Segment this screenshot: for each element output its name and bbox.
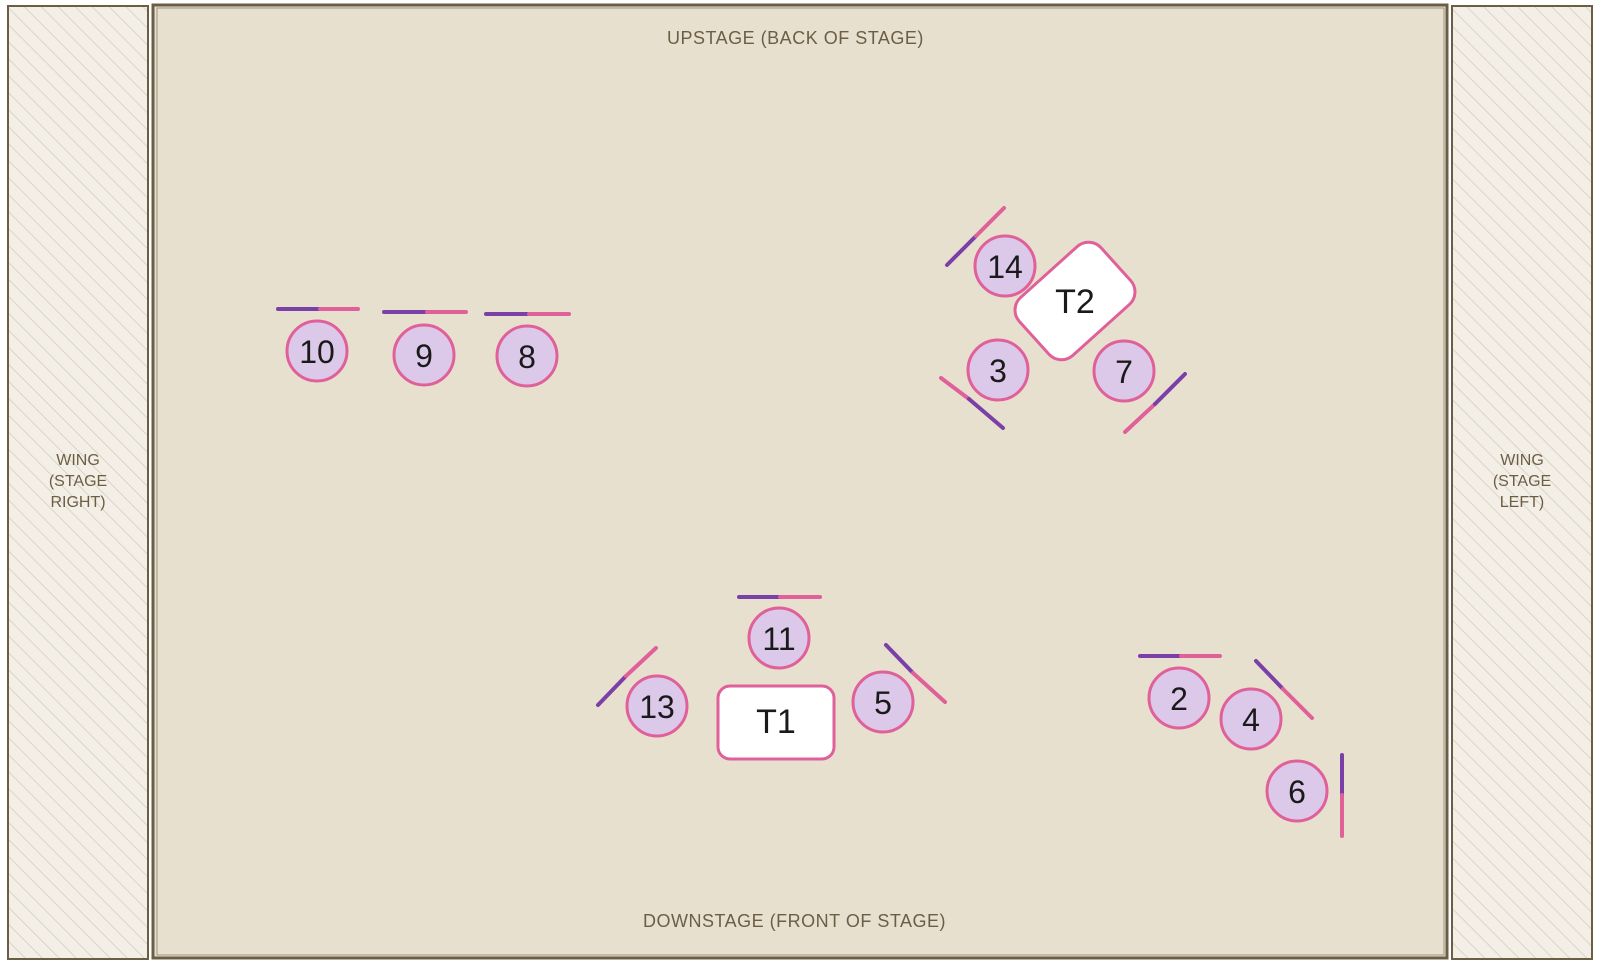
table-t2[interactable]: T2 bbox=[1008, 235, 1142, 367]
table-t2-label: T2 bbox=[1055, 283, 1095, 321]
wing-stage-left bbox=[1451, 5, 1593, 960]
seat-7[interactable]: 7 bbox=[1092, 339, 1156, 403]
seat-6-label: 6 bbox=[1288, 774, 1306, 810]
wing-stage-right-label: WING (STAGE RIGHT) bbox=[18, 450, 138, 513]
wing-right-line-2: (STAGE bbox=[48, 473, 108, 490]
wing-right-line-3: RIGHT) bbox=[50, 494, 106, 511]
mark-s5-b bbox=[911, 671, 947, 704]
wing-right-line-1: WING bbox=[56, 452, 100, 469]
mark-s13-a bbox=[596, 674, 628, 707]
wing-stage-left-label: WING (STAGE LEFT) bbox=[1462, 450, 1582, 513]
wing-stage-right bbox=[7, 5, 149, 960]
seat-2[interactable]: 2 bbox=[1147, 666, 1211, 730]
wing-left-line-2: (STAGE bbox=[1492, 473, 1552, 490]
seat-5-label: 5 bbox=[874, 685, 892, 721]
mark-s4-a bbox=[1254, 659, 1285, 691]
stage-floor bbox=[151, 3, 1449, 960]
mark-s14-b bbox=[974, 206, 1006, 238]
seat-4-label: 4 bbox=[1242, 702, 1260, 738]
mark-s7-b bbox=[1153, 372, 1187, 406]
seat-3[interactable]: 3 bbox=[966, 338, 1030, 402]
seat-6[interactable]: 6 bbox=[1265, 759, 1329, 823]
mark-s5-a bbox=[884, 643, 915, 675]
seat-8-label: 8 bbox=[518, 339, 536, 375]
seat-5[interactable]: 5 bbox=[851, 670, 915, 734]
seat-4[interactable]: 4 bbox=[1219, 687, 1283, 751]
seat-13-label: 13 bbox=[639, 689, 675, 725]
seat-11[interactable]: 11 bbox=[747, 606, 811, 670]
seat-9-label: 9 bbox=[415, 338, 433, 374]
seat-direction-marks bbox=[276, 206, 1344, 838]
seat-10[interactable]: 10 bbox=[285, 319, 349, 383]
seat-3-label: 3 bbox=[989, 353, 1007, 389]
table-t1-label: T1 bbox=[756, 703, 796, 741]
seat-11-label: 11 bbox=[762, 621, 795, 657]
seat-13[interactable]: 13 bbox=[625, 674, 689, 738]
mark-s4-b bbox=[1281, 687, 1314, 720]
downstage-label: DOWNSTAGE (FRONT OF STAGE) bbox=[643, 911, 946, 931]
seat-7-label: 7 bbox=[1115, 354, 1133, 390]
wing-left-line-1: WING bbox=[1500, 452, 1544, 469]
seat-8[interactable]: 8 bbox=[495, 324, 559, 388]
mark-s3-a bbox=[939, 376, 971, 401]
table-t1[interactable]: T1 bbox=[716, 684, 836, 761]
stage-floor-inner-edge bbox=[156, 7, 1445, 956]
mark-s3-b bbox=[967, 397, 1005, 430]
seat-10-label: 10 bbox=[299, 334, 335, 370]
seat-2-label: 2 bbox=[1170, 681, 1188, 717]
seat-9[interactable]: 9 bbox=[392, 323, 456, 387]
seat-14[interactable]: 14 bbox=[973, 234, 1037, 298]
mark-s7-a bbox=[1123, 402, 1157, 434]
wing-left-line-3: LEFT) bbox=[1499, 494, 1545, 511]
mark-s13-b bbox=[624, 646, 658, 678]
seat-14-label: 14 bbox=[987, 249, 1023, 285]
mark-s14-a bbox=[945, 234, 978, 267]
upstage-label: UPSTAGE (BACK OF STAGE) bbox=[667, 28, 924, 48]
